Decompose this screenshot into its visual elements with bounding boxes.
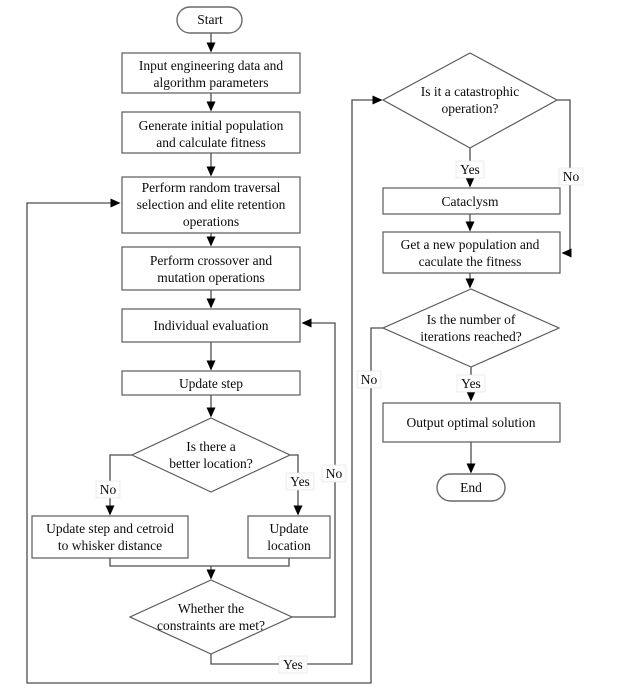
edge-merge-line — [109, 558, 290, 567]
better-location-diamond — [130, 417, 292, 493]
node-cataclysm: Cataclysm — [382, 187, 561, 215]
catastrophic-no-label: No — [563, 169, 580, 184]
iterations-no-label: No — [361, 372, 378, 387]
individual-evaluation-box — [121, 308, 301, 343]
iterations-yes-label-bg — [456, 374, 486, 393]
update-cetroid-box — [31, 515, 189, 559]
constraints-no-label-bg — [321, 464, 347, 483]
edge-label-catastrophic-yes: Yes — [455, 160, 485, 179]
edge-label-constraints-yes: Yes — [278, 655, 308, 674]
output-solution-label: Output optimal solution — [406, 415, 535, 430]
iterations-yes-label: Yes — [461, 376, 481, 391]
edge-iterations-no-loop — [26, 198, 383, 684]
cataclysm-label: Cataclysm — [442, 194, 499, 209]
catastrophic-yes-label-bg — [455, 160, 485, 179]
better-no-label: No — [100, 482, 117, 497]
edge-label-better-yes: Yes — [285, 472, 315, 491]
better-yes-label-bg — [285, 472, 315, 491]
edge-label-constraints-no: No — [321, 464, 347, 483]
iterations-no-label-bg — [356, 370, 382, 389]
edge-better-yes — [290, 454, 303, 516]
individual-evaluation-label: Individual evaluation — [153, 318, 268, 333]
new-population-box — [382, 231, 561, 274]
constraints-no-label: No — [326, 466, 343, 481]
catastrophic-diamond — [381, 52, 559, 149]
iterations-diamond — [381, 288, 561, 368]
node-start: Start — [176, 6, 243, 34]
catastrophic-yes-label: Yes — [460, 162, 480, 177]
output-solution-box — [382, 402, 561, 443]
edge-label-catastrophic-no: No — [558, 167, 584, 186]
update-step-label: Update step — [179, 376, 243, 391]
generate-population-box — [121, 111, 301, 154]
edges — [26, 33, 572, 684]
crossover-mutation-box — [121, 246, 301, 291]
constraints-yes-label-bg — [278, 655, 308, 674]
cataclysm-box — [382, 187, 561, 215]
end-label: End — [460, 480, 482, 495]
edge-constraints-yes — [210, 95, 383, 665]
start-label: Start — [197, 12, 223, 27]
node-end: End — [436, 473, 506, 502]
edge-label-iterations-yes: Yes — [456, 374, 486, 393]
edge-label-better-no: No — [95, 480, 121, 499]
better-yes-label: Yes — [290, 474, 310, 489]
traversal-selection-box — [121, 176, 301, 234]
node-individual-evaluation: Individual evaluation — [121, 308, 301, 343]
catastrophic-no-label-bg — [558, 167, 584, 186]
start-terminal-shape — [176, 6, 243, 34]
constraints-yes-label: Yes — [283, 657, 303, 672]
node-output-solution: Output optimal solution — [382, 402, 561, 443]
node-update-step: Update step — [121, 370, 301, 396]
edge-label-iterations-no: No — [356, 370, 382, 389]
input-data-box — [121, 52, 301, 94]
end-terminal-shape — [436, 473, 506, 502]
update-location-box — [247, 515, 331, 559]
better-no-label-bg — [95, 480, 121, 499]
constraints-diamond — [128, 579, 294, 655]
update-step-box — [121, 370, 301, 396]
